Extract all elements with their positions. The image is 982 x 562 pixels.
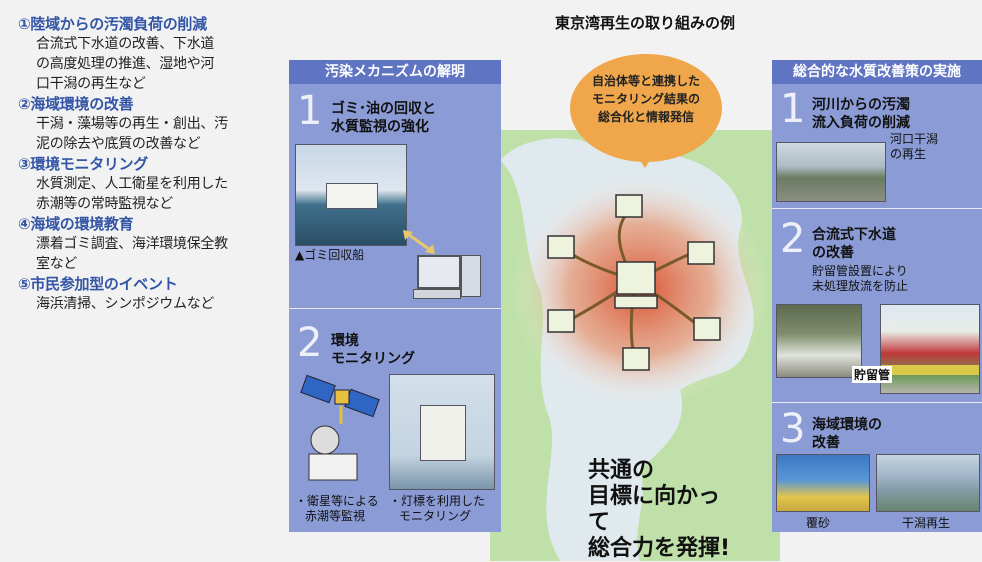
goal-text: 干潟・藻場等の再生・創出、汚 — [36, 116, 228, 132]
goal-text: 海浜清掃、シンポジウムなど — [36, 296, 215, 312]
title-line: 改善 — [812, 435, 840, 451]
item-caption: 貯留管設置により 未処理放流を防止 — [812, 264, 908, 294]
title-line: 流入負荷の削減 — [812, 115, 910, 131]
title-line: ゴミ･油の回収と — [331, 101, 436, 117]
storage-pipe-icon — [881, 365, 979, 375]
caption-line: ・灯標を利用した — [389, 494, 486, 508]
caption-line: の再生 — [890, 147, 927, 161]
title-line: モニタリング — [331, 351, 415, 367]
photo-caption: ・灯標を利用した モニタリング — [389, 494, 485, 524]
goal-item-1: ①陸域からの汚濁負荷の削減 合流式下水道の改善、下水道 の高度処理の推進、湿地や… — [18, 14, 280, 94]
goal-title: ③環境モニタリング — [18, 155, 149, 173]
storage-pipe-diagram — [880, 304, 980, 394]
goal-item-5: ⑤市民参加型のイベント 海浜清掃、シンポジウムなど — [18, 274, 280, 314]
caption-line: ・衛星等による — [295, 494, 379, 508]
boat-icon — [326, 183, 378, 209]
item-title: ゴミ･油の回収と 水質監視の強化 — [331, 100, 436, 136]
title-line: 海域環境の — [812, 417, 882, 433]
item-number: 2 — [780, 216, 806, 262]
item-number: 1 — [297, 88, 323, 134]
caption-line: 河口干潟 — [890, 132, 939, 146]
item-title: 環境 モニタリング — [331, 332, 415, 368]
photo-caption: 干潟再生 — [902, 516, 951, 530]
photo-caption: ▲ゴミ回収船 — [295, 248, 365, 262]
goal-text: 赤潮等の常時監視など — [36, 196, 173, 212]
goal-title: ①陸域からの汚濁負荷の削減 — [18, 15, 207, 33]
title-line: 合流式下水道 — [812, 227, 896, 243]
title-line: 水質監視の強化 — [331, 119, 429, 135]
title-line: 環境 — [331, 333, 359, 349]
light-beacon-photo — [389, 374, 495, 490]
satellite-icon — [300, 374, 380, 481]
caption-line: 赤潮等監視 — [305, 509, 366, 523]
photo-caption: ・衛星等による 赤潮等監視 — [295, 494, 379, 524]
goal-text: 水質測定、人工衛星を利用した — [36, 176, 228, 192]
item-number: 2 — [297, 320, 323, 366]
slogan-line: 目標に向かって — [588, 484, 721, 535]
left-panel: 汚染メカニズムの解明 1 ゴミ･油の回収と 水質監視の強化 ▲ゴミ回収船 2 環… — [289, 60, 501, 532]
slogan-line: 共通の — [588, 458, 655, 483]
sewer-outfall-photo — [776, 304, 862, 378]
sand-covering-diagram — [776, 454, 870, 512]
goal-text: 漂着ゴミ調査、海洋環境保全教 — [36, 236, 228, 252]
item-number: 3 — [780, 406, 806, 452]
item-title: 海域環境の 改善 — [812, 416, 882, 452]
title-line: 河川からの汚濁 — [812, 97, 910, 113]
beacon-icon — [420, 405, 466, 461]
bubble-tail — [633, 150, 657, 168]
goal-text: の高度処理の推進、湿地や河 — [36, 56, 215, 72]
computer-icon — [547, 194, 721, 371]
bubble-text: 自治体等と連携した モニタリング結果の 総合化と情報発信 — [570, 72, 722, 126]
slogan-line: 総合力を発揮! — [588, 536, 731, 561]
goal-item-2: ②海域環境の改善 干潟・藻場等の再生・創出、汚 泥の除去や底質の改善など — [18, 94, 280, 154]
goal-item-4: ④海域の環境教育 漂着ゴミ調査、海洋環境保全教 室など — [18, 214, 280, 274]
bubble-line: モニタリング結果の — [591, 92, 700, 106]
tidal-flat-photo — [876, 454, 980, 512]
right-panel-header: 総合的な水質改善策の実施 — [772, 60, 982, 84]
goal-item-3: ③環境モニタリング 水質測定、人工衛星を利用した 赤潮等の常時監視など — [18, 154, 280, 214]
item-number: 1 — [780, 86, 806, 132]
photo-label: 貯留管 — [852, 366, 893, 383]
goal-title: ②海域環境の改善 — [18, 95, 134, 113]
bubble-line: 総合化と情報発信 — [597, 110, 694, 124]
bubble-line: 自治体等と連携した — [591, 74, 700, 88]
item-title: 河川からの汚濁 流入負荷の削減 — [812, 96, 910, 132]
caption-line: モニタリング — [399, 509, 472, 523]
tokyo-bay-map — [490, 130, 780, 561]
photo-caption: 河口干潟 の再生 — [890, 132, 938, 162]
title-line: の改善 — [812, 245, 854, 261]
goal-text: 口干潟の再生など — [36, 76, 146, 92]
computer-icon — [413, 255, 481, 299]
info-bubble — [570, 54, 722, 162]
goals-list: ①陸域からの汚濁負荷の削減 合流式下水道の改善、下水道 の高度処理の推進、湿地や… — [18, 14, 280, 314]
page-title: 東京湾再生の取り組みの例 — [554, 14, 735, 32]
caption-line: 貯留管設置により — [812, 264, 908, 278]
caption-line: 未処理放流を防止 — [812, 279, 909, 293]
right-panel: 総合的な水質改善策の実施 1 河川からの汚濁 流入負荷の削減 河口干潟 の再生 … — [772, 60, 982, 532]
river-tidal-flat-photo — [776, 142, 886, 202]
item-title: 合流式下水道 の改善 — [812, 226, 896, 262]
double-arrow-icon — [403, 230, 435, 254]
goal-text: 合流式下水道の改善、下水道 — [36, 36, 215, 52]
garbage-boat-photo — [295, 144, 407, 246]
photo-caption: 覆砂 — [806, 516, 831, 530]
slogan: 共通の 目標に向かって 総合力を発揮! — [588, 458, 738, 562]
goal-title: ⑤市民参加型のイベント — [18, 275, 178, 293]
goal-text: 泥の除去や底質の改善など — [36, 136, 201, 152]
goal-text: 室など — [36, 256, 78, 272]
left-panel-header: 汚染メカニズムの解明 — [289, 60, 501, 84]
goal-title: ④海域の環境教育 — [18, 215, 134, 233]
